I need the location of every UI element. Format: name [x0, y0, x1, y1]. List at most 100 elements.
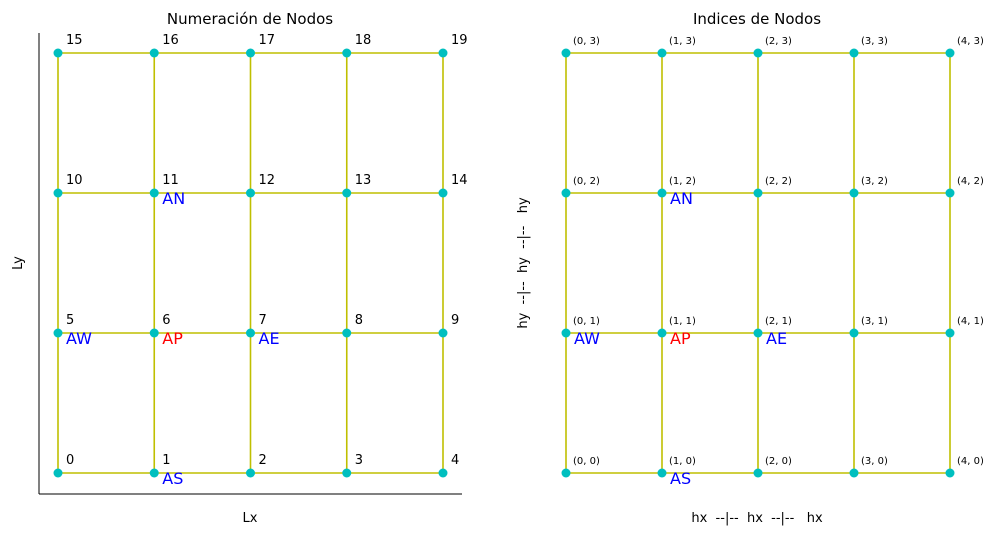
grid-node	[149, 468, 159, 478]
grid-node	[753, 328, 763, 338]
grid-node	[945, 468, 955, 478]
node-label: 0	[66, 453, 74, 468]
grid-node	[657, 328, 667, 338]
grid-node	[849, 188, 859, 198]
grid-node	[149, 188, 159, 198]
grid-node	[561, 188, 571, 198]
grid-node	[438, 328, 448, 338]
grid-node	[246, 468, 255, 478]
grid-node	[849, 328, 859, 338]
stencil-label-aw: AW	[574, 329, 600, 348]
grid-node	[342, 328, 352, 338]
node-label: 5	[66, 313, 74, 328]
left-y-label: Ly	[11, 256, 26, 270]
grid-node	[438, 48, 448, 58]
grid-node	[849, 468, 859, 478]
node-label: 3	[355, 453, 363, 468]
grid-node	[53, 188, 63, 198]
node-label: 10	[66, 173, 83, 188]
stencil-label-ap: AP	[670, 329, 691, 348]
stencil-label-an: AN	[670, 189, 693, 208]
grid-node	[945, 188, 955, 198]
node-label: 14	[451, 173, 468, 188]
grid-node	[945, 48, 955, 58]
node-label: (3, 2)	[861, 176, 888, 187]
stencil-label-as: AS	[670, 469, 691, 488]
node-label: (4, 0)	[957, 456, 984, 467]
node-label: 8	[355, 313, 363, 328]
grid-node	[53, 468, 63, 478]
grid-node	[342, 188, 352, 198]
grid-node	[561, 328, 571, 338]
right-title: Indices de Nodos	[693, 10, 821, 28]
grid-node	[53, 48, 63, 58]
grid-node	[657, 48, 667, 58]
node-label: (4, 2)	[957, 176, 984, 187]
node-label: 1	[162, 453, 170, 468]
node-label: 13	[355, 173, 372, 188]
node-label: 18	[355, 33, 372, 48]
node-label: (0, 2)	[573, 176, 600, 187]
right-y-label: hy --|-- hy --|-- hy	[516, 197, 531, 329]
node-label: 15	[66, 33, 83, 48]
node-label: 19	[451, 33, 468, 48]
node-label: 4	[451, 453, 459, 468]
node-label: 11	[162, 173, 179, 188]
node-label: (3, 3)	[861, 36, 888, 47]
grid-node	[149, 48, 159, 58]
node-label: 2	[259, 453, 267, 468]
grid-node	[753, 468, 763, 478]
grid-node	[438, 468, 448, 478]
grid-node	[753, 188, 763, 198]
node-label: (2, 0)	[765, 456, 792, 467]
node-label: 12	[259, 173, 276, 188]
right-grid-lines	[565, 52, 951, 474]
grid-node	[657, 188, 667, 198]
node-label: (0, 1)	[573, 316, 600, 327]
grid-node	[53, 328, 63, 338]
node-label: (1, 0)	[669, 456, 696, 467]
grid-node	[342, 48, 352, 58]
right-x-label: hx --|-- hx --|-- hx	[691, 511, 823, 526]
node-label: (1, 3)	[669, 36, 696, 47]
node-label: (4, 1)	[957, 316, 984, 327]
node-label: (2, 2)	[765, 176, 792, 187]
grid-node	[246, 48, 255, 58]
node-label: (3, 0)	[861, 456, 888, 467]
right-stencil-labels: AN AW AP AE AS	[574, 189, 787, 488]
grid-node	[945, 328, 955, 338]
stencil-label-aw: AW	[66, 329, 92, 348]
node-label: (0, 3)	[573, 36, 600, 47]
grid-node	[561, 48, 571, 58]
grid-node	[246, 328, 255, 338]
stencil-label-ae: AE	[259, 329, 280, 348]
grid-node	[561, 468, 571, 478]
stencil-label-ap: AP	[162, 329, 183, 348]
grid-node	[246, 188, 255, 198]
grid-node	[657, 468, 667, 478]
node-label: (2, 1)	[765, 316, 792, 327]
grid-node	[849, 48, 859, 58]
node-label: (0, 0)	[573, 456, 600, 467]
node-label: 6	[162, 313, 170, 328]
grid-node	[438, 188, 448, 198]
node-label: (1, 1)	[669, 316, 696, 327]
node-label: 9	[451, 313, 459, 328]
node-label: 16	[162, 33, 179, 48]
node-label: 7	[259, 313, 267, 328]
grid-node	[753, 48, 763, 58]
stencil-label-as: AS	[162, 469, 183, 488]
left-x-label: Lx	[243, 511, 258, 526]
node-label: (1, 2)	[669, 176, 696, 187]
right-node-labels: (0, 0) (1, 0) (2, 0) (3, 0) (4, 0) (0, 1) (1, …	[573, 36, 984, 467]
left-grid-nodes	[53, 48, 448, 478]
grid-node	[149, 328, 159, 338]
node-label: 17	[259, 33, 276, 48]
right-grid-nodes	[561, 48, 955, 478]
node-label: (4, 3)	[957, 36, 984, 47]
left-grid-lines	[57, 52, 444, 474]
stencil-label-ae: AE	[766, 329, 787, 348]
